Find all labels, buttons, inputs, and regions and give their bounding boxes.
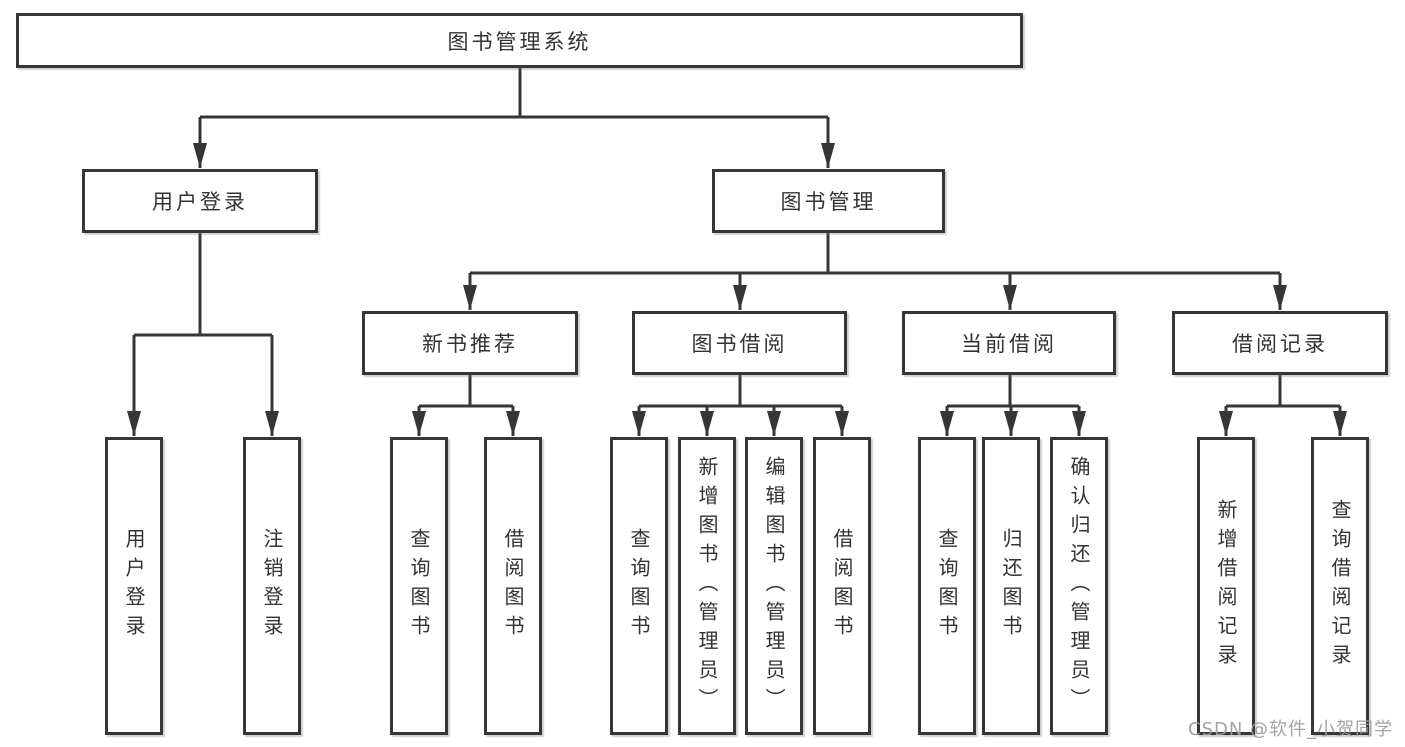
leaf-query-borrow-record: 查询借阅记录 <box>1311 437 1369 735</box>
node-label: 新书推荐 <box>422 332 518 356</box>
leaf-logout: 注销登录 <box>243 437 301 735</box>
leaf-add-borrow-record: 新增借阅记录 <box>1197 437 1255 735</box>
leaf-add-books-admin: 新增图书（管理员） <box>678 437 736 735</box>
node-label: 归还图书 <box>999 528 1023 644</box>
leaf-user-login: 用户登录 <box>105 437 163 735</box>
connector-new-book-trunk <box>419 375 513 408</box>
leaf-edit-books-admin: 编辑图书（管理员） <box>745 437 803 735</box>
node-label: 注销登录 <box>260 528 284 644</box>
node-label: 图书管理 <box>780 190 877 214</box>
node-label: 新增图书（管理员） <box>695 455 719 717</box>
node-book-borrowing: 图书借阅 <box>632 311 847 375</box>
leaf-return-books: 归还图书 <box>982 437 1040 735</box>
node-label: 查询图书 <box>407 528 431 644</box>
leaf-query-books: 查询图书 <box>918 437 976 735</box>
leaf-query-books: 查询图书 <box>610 437 668 735</box>
node-label: 当前借阅 <box>961 332 1057 356</box>
connector-current-borrowing-trunk <box>947 375 1079 408</box>
node-label: 查询图书 <box>627 528 651 644</box>
leaf-borrow-books: 借阅图书 <box>813 437 871 735</box>
node-user-login: 用户登录 <box>82 169 318 233</box>
leaf-borrow-books: 借阅图书 <box>484 437 542 735</box>
node-label: 查询借阅记录 <box>1328 499 1352 673</box>
connector-user-login-trunk <box>134 233 272 337</box>
node-label: 图书管理系统 <box>447 29 592 54</box>
node-new-book-recommend: 新书推荐 <box>362 311 578 375</box>
node-library-management-system: 图书管理系统 <box>16 13 1023 68</box>
node-book-management: 图书管理 <box>712 169 945 233</box>
connector-book-borrowing-trunk <box>639 375 842 408</box>
node-label: 编辑图书（管理员） <box>762 455 786 717</box>
node-label: 查询图书 <box>935 528 959 644</box>
node-label: 图书借阅 <box>691 332 788 356</box>
connector-root-trunk <box>200 68 828 119</box>
connector-borrowing-records-trunk <box>1226 375 1340 408</box>
node-label: 借阅图书 <box>830 528 854 644</box>
node-label: 新增借阅记录 <box>1214 499 1238 673</box>
node-borrowing-records: 借阅记录 <box>1172 311 1388 375</box>
node-label: 借阅图书 <box>501 528 525 644</box>
node-label: 借阅记录 <box>1232 332 1328 356</box>
leaf-query-books: 查询图书 <box>390 437 448 735</box>
node-label: 用户登录 <box>152 190 248 214</box>
leaf-confirm-return-admin: 确认归还（管理员） <box>1050 437 1108 735</box>
node-label: 用户登录 <box>122 528 146 644</box>
node-label: 确认归还（管理员） <box>1067 455 1091 717</box>
connector-book-management-trunk <box>470 233 1280 275</box>
node-current-borrowing: 当前借阅 <box>902 311 1116 375</box>
watermark: CSDN @软件_小贺同学 <box>1188 719 1394 740</box>
